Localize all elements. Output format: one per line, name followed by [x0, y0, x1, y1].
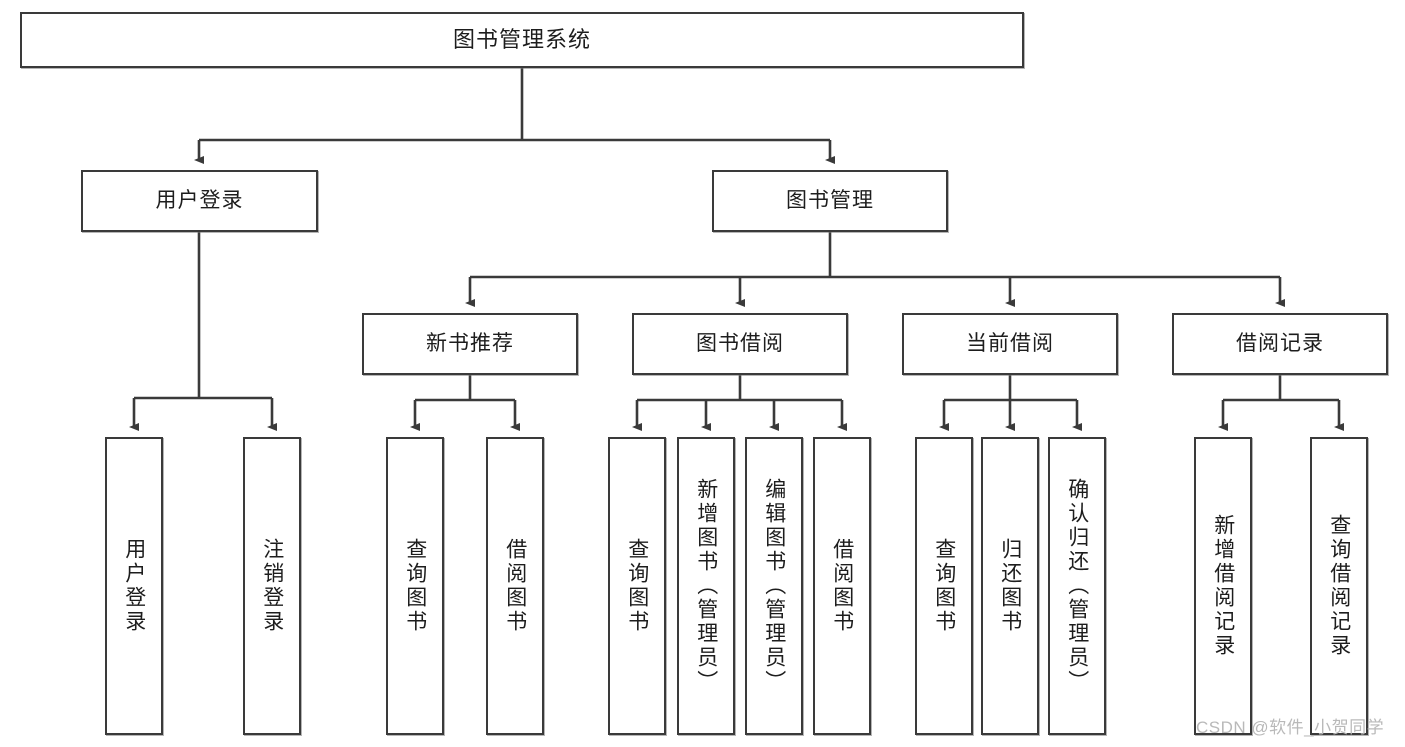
- node-leaf-return-book[interactable]: 归还图书: [981, 437, 1039, 735]
- node-user-login-label: 用户登录: [155, 188, 244, 212]
- node-leaf-borrow-book-2-label: 借阅图书: [830, 538, 854, 634]
- node-leaf-user-login-label: 用户登录: [122, 538, 146, 634]
- node-leaf-confirm-return[interactable]: 确认归还（管理员）: [1048, 437, 1106, 735]
- node-leaf-query-book-1[interactable]: 查询图书: [386, 437, 444, 735]
- node-leaf-add-book[interactable]: 新增图书（管理员）: [677, 437, 735, 735]
- node-leaf-edit-book-label: 编辑图书（管理员）: [762, 478, 786, 694]
- node-leaf-user-login[interactable]: 用户登录: [105, 437, 163, 735]
- node-leaf-borrow-book-1[interactable]: 借阅图书: [486, 437, 544, 735]
- node-leaf-add-record-label: 新增借阅记录: [1211, 514, 1235, 658]
- node-borrow-record-label: 借阅记录: [1236, 331, 1324, 355]
- node-current-borrow-label: 当前借阅: [966, 331, 1054, 355]
- node-leaf-user-logout-label: 注销登录: [260, 538, 284, 634]
- node-book-borrow[interactable]: 图书借阅: [632, 313, 848, 375]
- node-current-borrow[interactable]: 当前借阅: [902, 313, 1118, 375]
- node-borrow-record[interactable]: 借阅记录: [1172, 313, 1388, 375]
- node-new-book-rec-label: 新书推荐: [426, 331, 514, 355]
- node-leaf-borrow-book-1-label: 借阅图书: [503, 538, 527, 634]
- node-new-book-rec[interactable]: 新书推荐: [362, 313, 578, 375]
- node-root[interactable]: 图书管理系统: [20, 12, 1024, 68]
- node-leaf-add-book-label: 新增图书（管理员）: [694, 478, 718, 694]
- node-leaf-add-record[interactable]: 新增借阅记录: [1194, 437, 1252, 735]
- node-leaf-query-record[interactable]: 查询借阅记录: [1310, 437, 1368, 735]
- node-leaf-query-book-2[interactable]: 查询图书: [608, 437, 666, 735]
- node-user-login[interactable]: 用户登录: [81, 170, 318, 232]
- node-leaf-confirm-return-label: 确认归还（管理员）: [1065, 478, 1089, 694]
- node-leaf-query-book-3-label: 查询图书: [932, 538, 956, 634]
- node-book-manage-label: 图书管理: [786, 188, 874, 212]
- csdn-watermark: CSDN @软件_小贺同学: [1196, 718, 1385, 737]
- node-leaf-query-book-2-label: 查询图书: [625, 538, 649, 634]
- node-leaf-return-book-label: 归还图书: [998, 538, 1022, 634]
- node-book-manage[interactable]: 图书管理: [712, 170, 948, 232]
- node-leaf-query-record-label: 查询借阅记录: [1327, 514, 1351, 658]
- node-leaf-edit-book[interactable]: 编辑图书（管理员）: [745, 437, 803, 735]
- node-leaf-borrow-book-2[interactable]: 借阅图书: [813, 437, 871, 735]
- node-root-label: 图书管理系统: [452, 27, 591, 53]
- node-book-borrow-label: 图书借阅: [696, 331, 784, 355]
- node-leaf-query-book-1-label: 查询图书: [403, 538, 427, 634]
- node-leaf-user-logout[interactable]: 注销登录: [243, 437, 301, 735]
- node-leaf-query-book-3[interactable]: 查询图书: [915, 437, 973, 735]
